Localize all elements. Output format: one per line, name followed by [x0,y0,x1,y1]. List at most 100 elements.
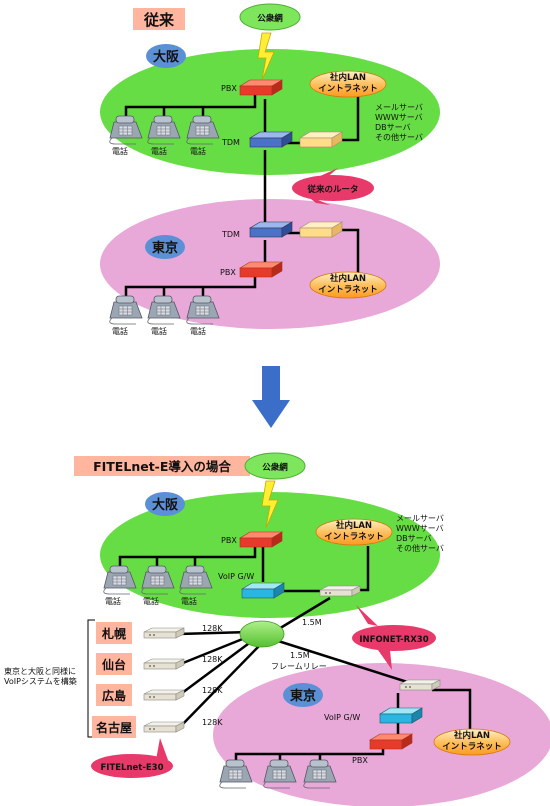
fitelnet-callout-label: FITELnet-E30 [100,763,163,773]
osaka-lan-line1: 社内LAN [329,72,366,83]
tokyo-tdm-label: TDM [221,230,240,239]
osaka-phone-label: 電話 [151,146,167,156]
tokyo-pbx-label: PBX [352,756,368,765]
osaka-phone-label: 電話 [181,596,197,606]
osaka-server-2: DBサーバ [396,534,432,543]
wan-links [177,630,421,730]
tokyo-phone-label: 電話 [151,326,167,336]
osaka-server-3: その他サーバ [375,132,423,142]
frame-relay-hub [239,620,285,648]
tokyo-lan-line2: イントラネット [442,741,502,752]
branch-speed: 128K [202,718,223,727]
osaka-pbx [238,79,284,96]
tokyo-label: 東京 [290,688,316,704]
tokyo-lan-line1: 社内LAN [329,273,366,284]
osaka-phone-label: 電話 [105,596,121,606]
router-callout-label: 従来のルータ [306,184,358,195]
fitelnet-router-icon [143,689,185,701]
link-tokyo-speed: 1.5M [290,651,310,660]
osaka-lan-line2: イントラネット [324,531,384,542]
section1-title: 従来 [143,11,175,29]
public-network-cloud [244,452,306,480]
branch-name: 札幌 [101,626,126,641]
tokyo-voip-gateway [378,707,424,724]
tokyo-lan-line2: イントラネット [318,284,378,295]
tokyo-tdm [248,221,294,238]
osaka-lan-cylinder [315,518,393,546]
osaka-pbx [238,531,284,548]
osaka-tdm [248,131,294,148]
osaka-pbx-label: PBX [221,84,237,93]
tokyo-pbx [238,261,284,278]
branch-hiroshima: 広島 [96,684,132,706]
tokyo-lan-cylinder [433,728,511,756]
transition-arrow-icon [252,366,290,428]
osaka-label-oval [145,492,185,516]
branch-sapporo: 札幌 [96,622,132,644]
osaka-tdm-label: TDM [221,138,240,147]
infonet-router-icon [319,585,361,597]
tokyo-router [298,221,344,238]
osaka-server-0: メールサーバ [375,103,423,112]
infonet-callout-label: INFONET-RX30 [359,635,428,645]
tokyo-voip-label: VoIP G/W [324,713,360,722]
osaka-label: 大阪 [153,49,180,65]
title-box [133,8,185,30]
branch-note-line2: VoIPシステムを構築 [4,676,77,686]
lightning-icon [257,32,275,81]
fitelnet-router-icon [143,721,185,733]
fitelnet-router-icon [143,658,185,670]
branch-name: 広島 [102,688,126,703]
link-osaka-speed: 1.5M [302,618,322,627]
tokyo-pbx-label: PBX [220,268,236,277]
osaka-voip-label: VoIP G/W [218,572,254,581]
osaka-server-2: DBサーバ [375,123,411,132]
osaka-lan-cylinder [309,70,387,98]
infonet-router-icon [399,679,441,691]
router-callout [292,168,374,205]
tokyo-connections [234,688,472,760]
osaka-router [298,131,344,148]
tokyo-label: 東京 [152,240,178,256]
branch-speed: 128K [202,624,223,633]
osaka-phone-label: 電話 [112,146,128,156]
tokyo-phone-label: 電話 [190,326,206,336]
branch-nagoya: 名古屋 [92,716,136,738]
osaka-area [100,49,440,175]
section2-title: FITELnet-E導入の場合 [93,459,231,474]
public-network-cloud [239,3,301,31]
tokyo-label-oval [283,683,323,707]
public-network-label: 公衆網 [262,462,288,473]
branch-speed: 128K [202,686,223,695]
tokyo-pbx [368,733,414,750]
branch-bracket [87,619,95,738]
branch-name: 名古屋 [96,720,132,735]
tokyo-lan-line1: 社内LAN [453,730,490,741]
osaka-pbx-label: PBX [221,536,237,545]
public-network-label: 公衆網 [257,13,283,24]
osaka-server-1: WWWサーバ [375,113,423,122]
osaka-server-3: その他サーバ [396,543,444,553]
osaka-phone-label: 電話 [190,146,206,156]
osaka-phone-label: 電話 [143,596,159,606]
osaka-server-0: メールサーバ [396,514,444,523]
branch-speed: 128K [202,655,223,664]
lightning-icon [261,480,279,529]
branch-name: 仙台 [102,657,126,672]
fitelnet-router-icon [143,627,185,639]
osaka-voip-gateway [240,582,286,599]
tokyo-lan-cylinder [309,271,387,299]
osaka-lan-line1: 社内LAN [335,520,372,531]
osaka-lan-line2: イントラネット [318,83,378,94]
fitelnet-callout [91,738,173,778]
link-tokyo-type: フレームリレー [271,662,327,671]
osaka-label: 大阪 [152,497,179,513]
tokyo-phone-label: 電話 [112,326,128,336]
tokyo-label-oval [145,235,185,259]
branch-sendai: 仙台 [96,653,132,675]
title-box [74,456,250,476]
infonet-callout [352,605,436,670]
osaka-label-oval [146,44,186,68]
branch-note-line1: 東京と大阪と同様に [4,666,76,676]
